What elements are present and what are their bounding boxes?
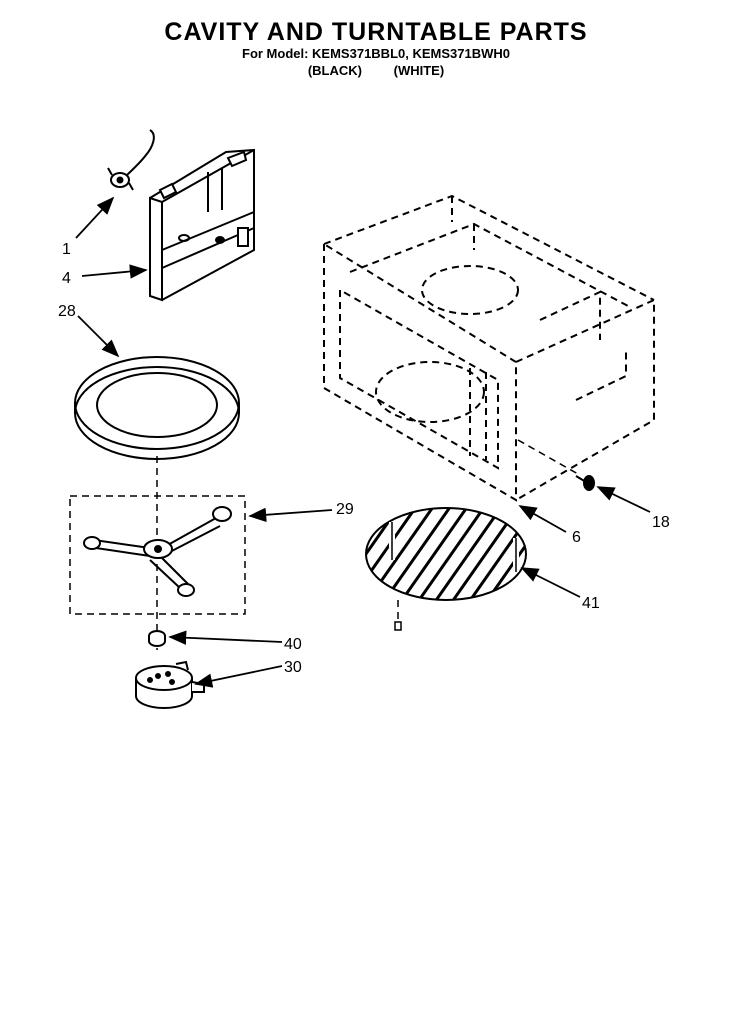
callout-18: 18 [652,514,670,531]
model-variants: (BLACK) (WHITE) [0,63,752,78]
part-30-motor [135,660,205,709]
part-40-coupler [148,630,166,647]
leader-lines [75,196,651,688]
variant-white: (WHITE) [393,63,445,78]
part-6-cavity [323,194,655,502]
callout-41: 41 [582,595,600,612]
callout-4: 4 [62,270,71,287]
part-29-box [69,495,246,615]
callout-40: 40 [284,636,302,653]
part-41-tray [365,507,527,631]
part-4-bracket [149,148,255,302]
variant-black: (BLACK) [307,63,362,78]
page-title: CAVITY AND TURNTABLE PARTS [164,18,588,46]
part-18-screw [575,475,595,491]
callout-29: 29 [336,501,354,518]
callout-1: 1 [62,241,71,258]
callout-30: 30 [284,659,302,676]
callout-28: 28 [58,303,76,320]
part-1-switch [107,129,155,191]
callout-6: 6 [572,529,581,546]
part-29-roller-support [83,506,232,597]
model-subtitle: For Model: KEMS371BBL0, KEMS371BWH0 [242,46,510,61]
part-28-ring [74,356,240,460]
